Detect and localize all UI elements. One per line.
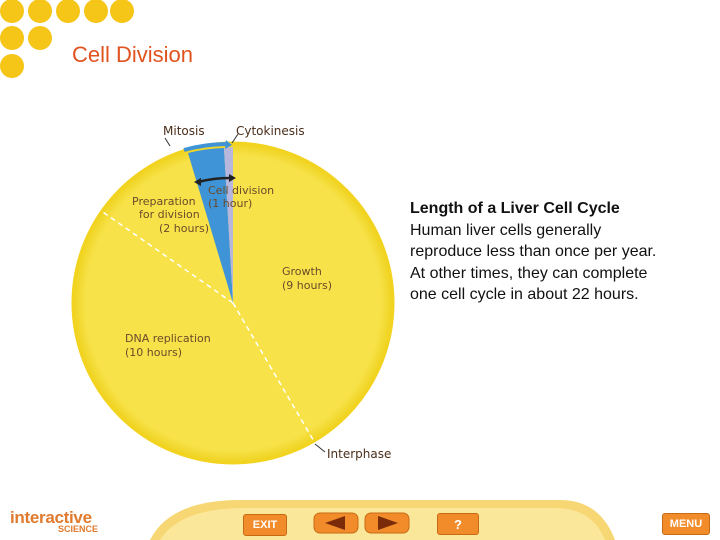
label-mitosis: Mitosis — [163, 124, 205, 138]
footer-bar — [150, 500, 615, 540]
exit-button[interactable]: EXIT — [243, 514, 287, 536]
logo: interactive — [10, 508, 92, 527]
label-cell-division: Cell division — [208, 184, 274, 197]
label-growth: Growth — [282, 265, 322, 278]
label-growth-time: (9 hours) — [282, 279, 332, 292]
label-dna: DNA replication — [125, 332, 211, 345]
menu-button[interactable]: MENU — [662, 513, 710, 535]
mitosis-wedge — [188, 148, 233, 303]
back-arrow-icon[interactable] — [313, 512, 359, 534]
description-panel: Length of a Liver Cell Cycle Human liver… — [410, 198, 660, 306]
label-cytokinesis: Cytokinesis — [236, 124, 305, 138]
divider-prep — [99, 209, 234, 304]
label-prep: Preparation — [132, 195, 196, 208]
logo-sub: SCIENCE — [58, 524, 99, 534]
cell-cycle-diagram: Mitosis Cytokinesis Cell division (1 hou… — [71, 124, 395, 465]
label-cell-division-time: (1 hour) — [208, 197, 252, 210]
divider-dna — [232, 302, 316, 444]
label-prep-2: for division — [139, 208, 200, 221]
label-interphase: Interphase — [327, 447, 391, 461]
label-prep-time: (2 hours) — [159, 222, 209, 235]
help-button[interactable]: ? — [437, 513, 479, 535]
description-body: Human liver cells generally reproduce le… — [410, 221, 657, 304]
description-heading: Length of a Liver Cell Cycle — [410, 200, 620, 217]
forward-arrow-icon[interactable] — [364, 512, 410, 534]
cytokinesis-wedge — [224, 147, 233, 303]
decorative-dots — [0, 0, 134, 78]
page-title: Cell Division — [72, 42, 194, 67]
mitosis-arrow — [183, 142, 227, 152]
label-dna-time: (10 hours) — [125, 346, 182, 359]
